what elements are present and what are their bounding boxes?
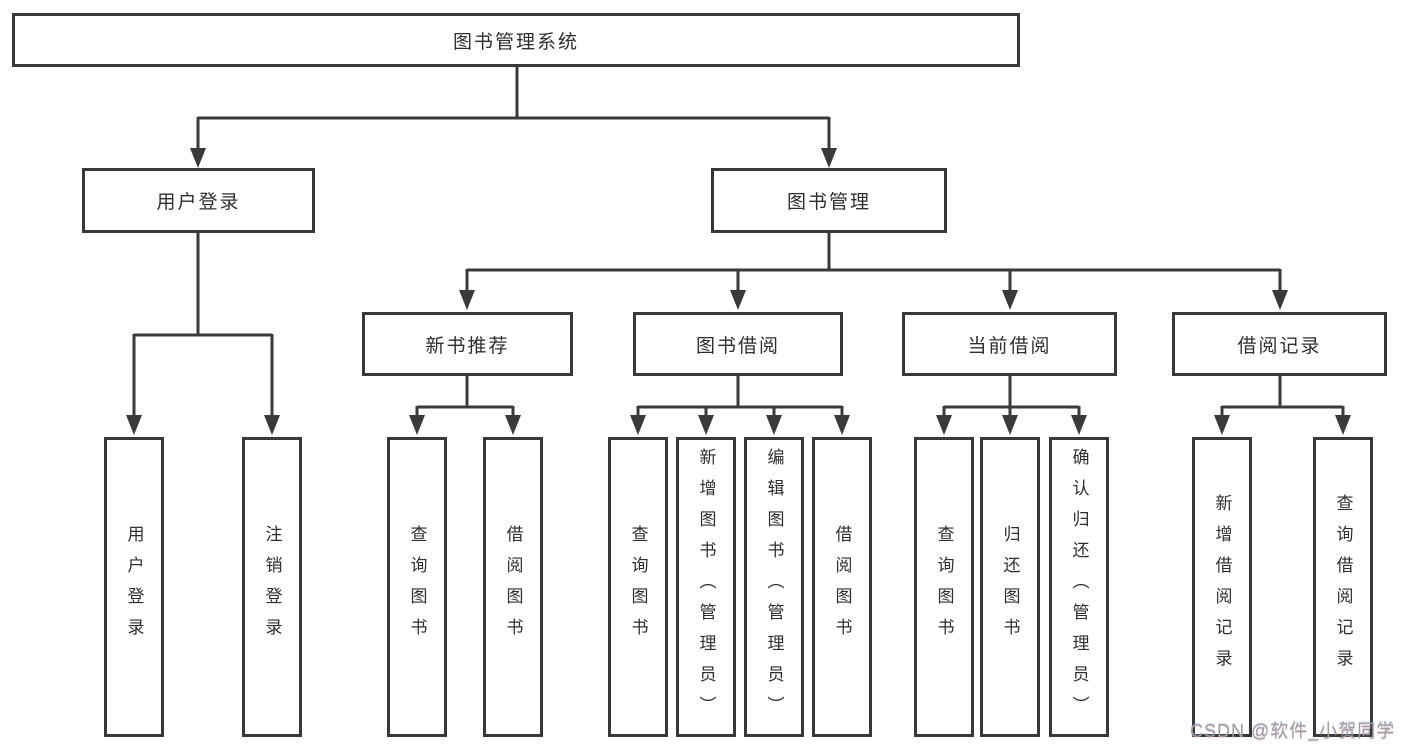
node-borrow-records-label: 借阅记录 [1237, 335, 1322, 357]
node-current-borrow: 当前借阅 [902, 312, 1117, 376]
leaf-label: 查询图书 [934, 525, 954, 649]
arrow-down-icon [936, 415, 952, 435]
arrow-down-icon [126, 415, 142, 435]
arrow-down-icon [1272, 290, 1288, 310]
leaf-user-login: 用户登录 [104, 437, 164, 737]
connector-book-management-to-level3 [459, 232, 1288, 310]
node-root: 图书管理系统 [12, 13, 1020, 67]
connector-book-borrow-to-leaves [630, 375, 850, 435]
leaf-label: 查询图书 [407, 525, 427, 649]
leaf-query-borrow-record: 查询借阅记录 [1313, 437, 1373, 737]
arrow-down-icon [190, 148, 206, 168]
node-book-borrow-label: 图书借阅 [695, 335, 780, 357]
leaf-label: 查询借阅记录 [1333, 494, 1353, 680]
leaf-borrow-books-1: 借阅图书 [483, 437, 543, 737]
node-book-management: 图书管理 [711, 168, 947, 233]
leaf-query-books-2: 查询图书 [608, 437, 668, 737]
leaf-label: 借阅图书 [503, 525, 523, 649]
arrow-down-icon [1002, 290, 1018, 310]
arrow-down-icon [1002, 415, 1018, 435]
arrow-down-icon [1214, 415, 1230, 435]
node-current-borrow-label: 当前借阅 [967, 335, 1052, 357]
arrow-down-icon [730, 290, 746, 310]
leaf-label: 新增借阅记录 [1212, 494, 1232, 680]
leaf-edit-books-admin: 编辑图书（管理员） [744, 437, 804, 737]
node-new-book-recommend: 新书推荐 [362, 312, 573, 376]
connector-borrow-records-to-leaves [1214, 375, 1351, 435]
node-user-login: 用户登录 [82, 168, 315, 233]
leaf-label: 确认归还（管理员） [1069, 447, 1089, 727]
leaf-return-books: 归还图书 [980, 437, 1040, 737]
leaf-add-books-admin: 新增图书（管理员） [676, 437, 736, 737]
leaf-add-borrow-record: 新增借阅记录 [1192, 437, 1252, 737]
leaf-label: 用户登录 [124, 525, 144, 649]
arrow-down-icon [264, 415, 280, 435]
leaf-query-books-1: 查询图书 [387, 437, 447, 737]
node-borrow-records: 借阅记录 [1172, 312, 1387, 376]
node-new-book-recommend-label: 新书推荐 [425, 335, 510, 357]
connector-current-borrow-to-leaves [936, 375, 1087, 435]
node-book-borrow: 图书借阅 [633, 312, 843, 376]
connector-root-to-level2 [190, 66, 837, 168]
arrow-down-icon [630, 415, 646, 435]
arrow-down-icon [1335, 415, 1351, 435]
node-book-management-label: 图书管理 [786, 192, 871, 213]
leaf-query-books-3: 查询图书 [914, 437, 974, 737]
node-root-label: 图书管理系统 [452, 31, 579, 53]
arrow-down-icon [821, 148, 837, 168]
leaf-confirm-return-admin: 确认归还（管理员） [1049, 437, 1109, 737]
arrow-down-icon [834, 415, 850, 435]
leaf-borrow-books-2: 借阅图书 [812, 437, 872, 737]
leaf-label: 新增图书（管理员） [696, 447, 716, 727]
leaf-label: 借阅图书 [832, 525, 852, 649]
arrow-down-icon [1071, 415, 1087, 435]
arrow-down-icon [766, 415, 782, 435]
connector-new-book-recommend-to-leaves [409, 375, 521, 435]
leaf-logout: 注销登录 [242, 437, 302, 737]
leaf-label: 注销登录 [262, 525, 282, 649]
leaf-label: 归还图书 [1000, 525, 1020, 649]
watermark: CSDN @软件_小贺同学 [1190, 721, 1396, 741]
leaf-label: 查询图书 [628, 525, 648, 649]
arrow-down-icon [698, 415, 714, 435]
arrow-down-icon [505, 415, 521, 435]
arrow-down-icon [459, 290, 475, 310]
arrow-down-icon [409, 415, 425, 435]
connector-user-login-to-leaves [126, 232, 280, 435]
leaf-label: 编辑图书（管理员） [764, 447, 784, 727]
node-user-login-label: 用户登录 [156, 192, 241, 213]
